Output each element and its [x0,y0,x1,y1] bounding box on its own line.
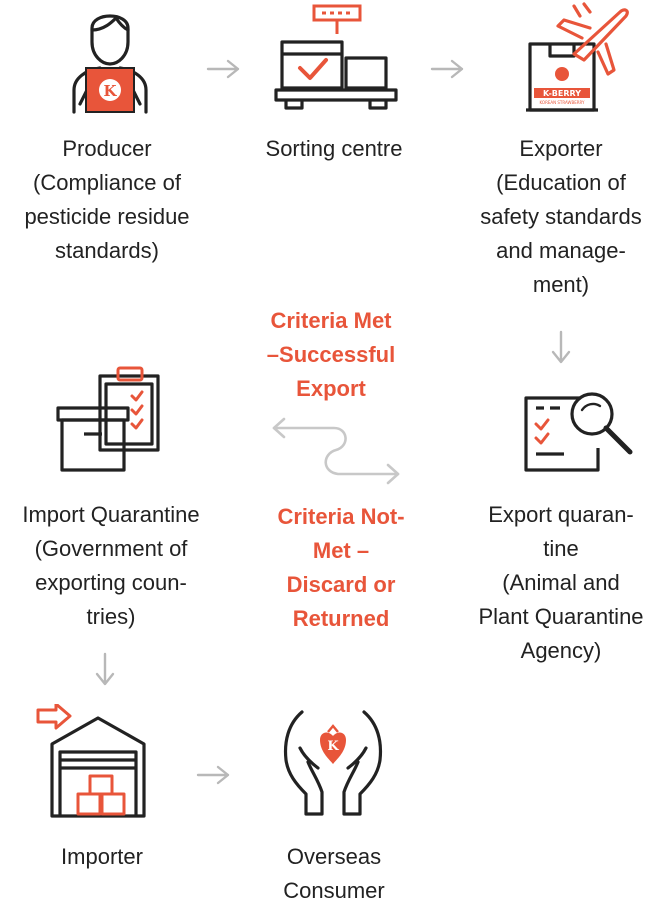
export-quarantine-line-2: tine [543,536,579,561]
criteria-met-line-2: –Successful [266,342,396,367]
svg-text:K: K [103,82,117,100]
exporter-line-5: ment) [532,272,590,297]
import-quarantine-icon [56,366,160,472]
consumer-icon: K [283,710,383,816]
arrow-importer-to-consumer [196,765,230,785]
exporter-line-1: Exporter [519,136,603,161]
producer-icon: K [72,14,148,114]
exporter-label: Exporter (Education of safety standards … [456,132,666,302]
producer-line-1: Producer [62,136,152,161]
importer-icon [36,704,146,818]
export-quarantine-line-1: Export quaran- [488,502,634,527]
exporter-line-4: and manage- [496,238,626,263]
criteria-not-met-line-3: Discard or [286,572,396,597]
brand-logo-text: K-BERRY [543,89,581,98]
airplane-icon [556,2,629,76]
arrow-import-quarantine-to-importer [95,652,115,686]
producer-line-4: standards) [55,238,159,263]
import-quarantine-line-1: Import Quarantine [22,502,200,527]
import-quarantine-line-3: exporting coun- [35,570,187,595]
import-quarantine-line-4: tries) [86,604,136,629]
import-quarantine-line-2: (Government of [34,536,188,561]
consumer-label: Overseas Consumer [234,840,434,908]
exporter-icon: K-BERRY KOREAN STRAWBERRY [526,2,629,112]
producer-line-2: (Compliance of [33,170,181,195]
export-quarantine-label: Export quaran- tine (Animal and Plant Qu… [456,498,666,668]
criteria-met-line-3: Export [296,376,366,401]
arrow-producer-to-sorting [206,59,240,79]
importer-label: Importer [0,840,204,874]
svg-text:K: K [327,739,339,754]
importer-line-1: Importer [61,844,143,869]
export-quarantine-icon [524,392,633,472]
sorting-centre-icon [274,4,398,110]
sorting-centre-label: Sorting centre [234,132,434,166]
criteria-not-met-line-2: Met – [312,538,370,563]
criteria-not-met-label: Criteria Not- Met – Discard or Returned [236,500,446,636]
producer-label: Producer (Compliance of pesticide residu… [0,132,214,268]
consumer-line-2: Consumer [283,878,385,903]
producer-line-3: pesticide residue [24,204,190,229]
export-quarantine-line-4: Plant Quarantine [478,604,644,629]
arrow-exporter-to-export-quarantine [551,330,571,364]
criteria-not-met-line-1: Criteria Not- [277,504,405,529]
export-quarantine-line-3: (Animal and [502,570,620,595]
export-quarantine-line-5: Agency) [520,638,602,663]
exporter-line-3: safety standards [480,204,642,229]
brand-logo-subtext: KOREAN STRAWBERRY [540,100,586,105]
criteria-not-met-line-4: Returned [292,606,390,631]
criteria-met-line-1: Criteria Met [270,308,392,333]
import-quarantine-label: Import Quarantine (Government of exporti… [0,498,222,634]
exporter-line-2: (Education of [496,170,626,195]
criteria-met-label: Criteria Met –Successful Export [226,304,436,406]
arrow-bidirectional-quarantine [272,417,400,485]
sorting-centre-line-1: Sorting centre [265,136,403,161]
consumer-line-1: Overseas [286,844,382,869]
arrow-sorting-to-exporter [430,59,464,79]
